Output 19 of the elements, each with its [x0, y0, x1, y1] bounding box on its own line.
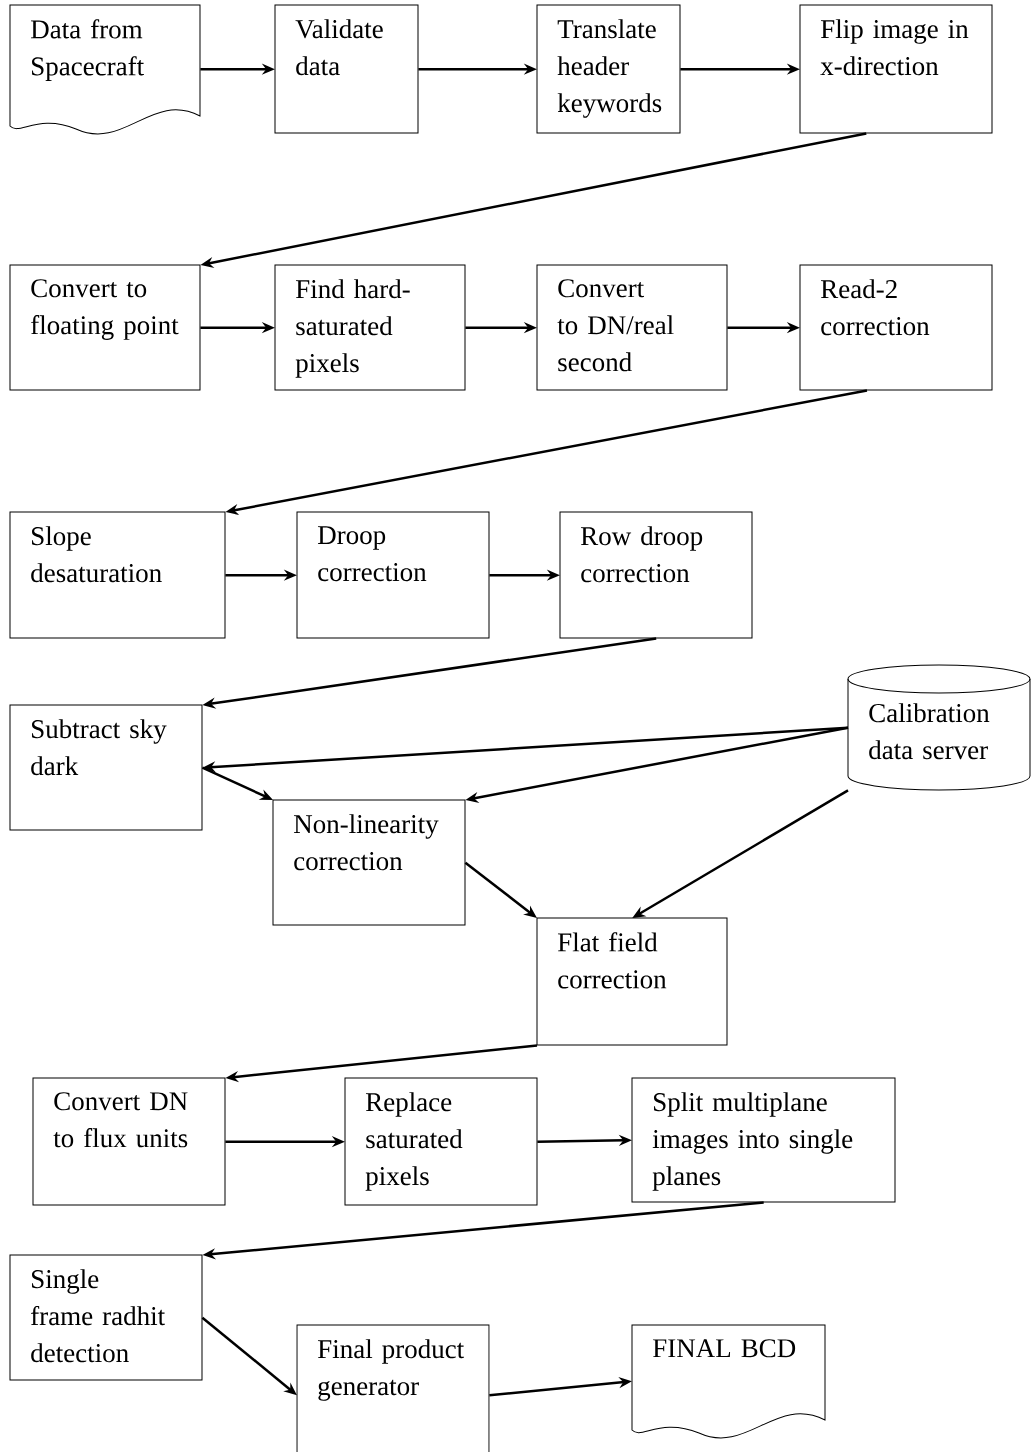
process-box: Replace saturated pixels: [344, 1077, 538, 1206]
process-box: Final product generator: [296, 1324, 490, 1452]
process-box: Convert DN to flux units: [32, 1077, 226, 1206]
process-box: Validate data: [274, 4, 419, 134]
process-box: Single frame radhit detection: [9, 1254, 203, 1381]
database-cylinder: Calibration data server: [847, 664, 1031, 791]
process-box: Row droop correction: [559, 511, 753, 639]
process-box: Non-linearity correction: [272, 799, 466, 926]
process-box: Find hard-saturated pixels: [274, 264, 466, 391]
process-box: Flip image in x-direction: [799, 4, 993, 134]
process-box: Translate header keywords: [536, 4, 681, 134]
process-box: Droop correction: [296, 511, 490, 639]
process-box: Convert to DN/real second: [536, 264, 728, 391]
process-box: Split multiplane images into single planes: [631, 1077, 896, 1203]
process-box: Slope desaturation: [9, 511, 226, 639]
process-box: Read-2 correction: [799, 264, 993, 391]
process-box: Flat field correction: [536, 917, 728, 1046]
process-box: Convert to floating point: [9, 264, 201, 391]
process-box: Subtract sky dark: [9, 704, 203, 831]
